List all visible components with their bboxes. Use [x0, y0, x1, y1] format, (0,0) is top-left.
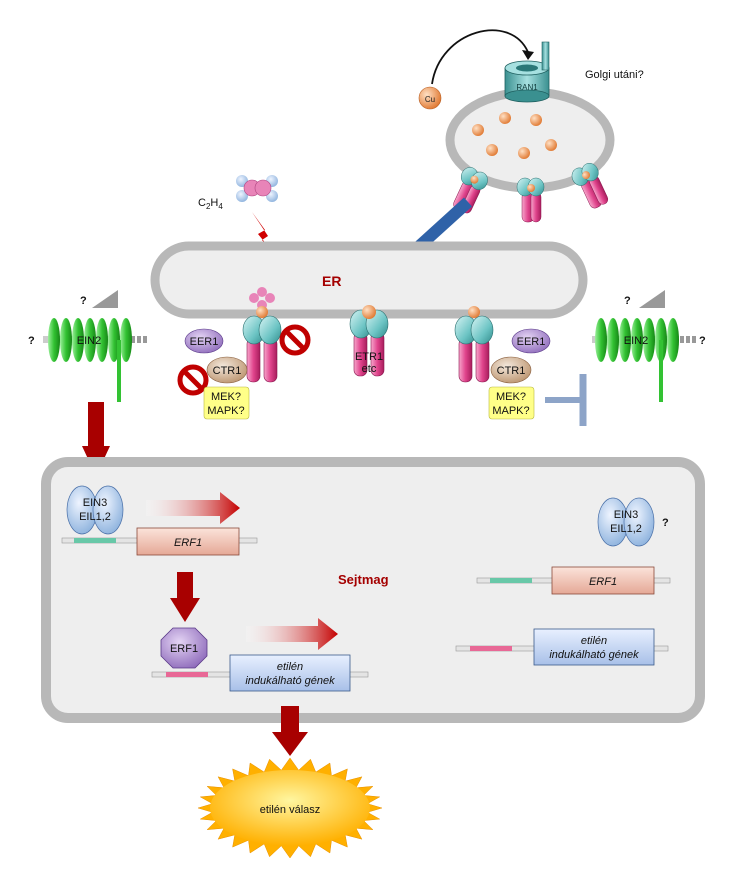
er-label: ER	[322, 273, 341, 289]
ethylene-genes-right: etilén indukálható gének	[455, 628, 669, 666]
ethylene-genes-left: etilén indukálható gének	[151, 654, 369, 692]
mapk-label: MAPK?	[207, 405, 244, 417]
erf1-gene-left: ERF1	[61, 527, 258, 556]
ethylene-receptor-bound	[242, 287, 282, 383]
mapk-label: MAPK?	[492, 405, 529, 417]
mek-label: MEK?	[496, 391, 526, 403]
cu-label: Cu	[425, 95, 435, 104]
question-mark: ?	[80, 295, 87, 307]
block-icon	[282, 327, 308, 353]
eer1-label: EER1	[517, 336, 546, 348]
golgi-vesicle	[445, 87, 615, 223]
transcription-arrow	[146, 492, 240, 524]
question-mark: ?	[624, 295, 631, 307]
erf1-gene-right: ERF1	[476, 566, 671, 595]
mek-mapk-left: MEK? MAPK?	[203, 386, 250, 420]
gene-label-line2: indukálható gének	[549, 649, 639, 661]
golgi-label: Golgi utáni?	[585, 69, 644, 81]
gene-label-line1: etilén	[277, 661, 303, 673]
ethylene-response-burst: etilén válasz	[197, 757, 383, 859]
question-mark: ?	[662, 517, 669, 529]
block-icon	[180, 367, 206, 393]
ein2-left: EIN2	[43, 290, 151, 402]
er-membrane	[150, 241, 588, 319]
eer1-label: EER1	[190, 336, 219, 348]
ein2-right: EIN2	[592, 290, 699, 402]
question-mark: ?	[699, 335, 706, 347]
etr1-receptor: ETR1 etc	[349, 305, 389, 377]
ein2-label: EIN2	[624, 335, 648, 347]
ein3-label: EIN3	[83, 497, 107, 509]
lightning-icon	[252, 212, 276, 256]
ctr1-left: CTR1	[206, 356, 248, 384]
ethylene-molecule	[236, 175, 278, 202]
etr1-label: ETR1	[355, 351, 383, 363]
etc-label: etc	[362, 363, 377, 375]
ctr1-label: CTR1	[497, 365, 526, 377]
mek-mapk-right: MEK? MAPK?	[488, 386, 535, 420]
eer1-right: EER1	[511, 328, 551, 354]
mek-label: MEK?	[211, 391, 241, 403]
erf1-arrow	[170, 572, 200, 622]
gene-label-line1: etilén	[581, 635, 607, 647]
gene-label-line2: indukálható gének	[245, 675, 335, 687]
eil-label: EIL1,2	[79, 511, 111, 523]
inhibition-bar	[545, 374, 587, 426]
ctr1-label: CTR1	[213, 365, 242, 377]
erf1-label: ERF1	[170, 643, 198, 655]
transcription-arrow	[246, 618, 338, 650]
response-arrow	[272, 706, 308, 756]
ran1-label: RAN1	[516, 83, 538, 92]
erf1-protein: ERF1	[160, 627, 208, 669]
nucleus-label: Sejtmag	[338, 572, 389, 587]
copper-ion: Cu	[418, 86, 442, 110]
c2h4-label: C2H4	[198, 197, 223, 211]
ctr1-right: CTR1	[490, 356, 532, 384]
cu-transport-arrow	[431, 29, 529, 85]
question-mark: ?	[28, 335, 35, 347]
erf1-gene-label: ERF1	[589, 576, 617, 588]
ein2-label: EIN2	[77, 335, 101, 347]
ein3-left: EIN3 EIL1,2	[66, 485, 124, 535]
ethylene-receptor-unbound	[454, 306, 494, 383]
eil-label: EIL1,2	[610, 523, 642, 535]
ein3-label: EIN3	[614, 509, 638, 521]
erf1-gene-label: ERF1	[174, 537, 202, 549]
ein3-right: EIN3 EIL1,2	[597, 497, 655, 547]
ran1-transporter: RAN1	[504, 41, 550, 103]
response-label: etilén válasz	[260, 804, 321, 816]
eer1-left: EER1	[184, 328, 224, 354]
